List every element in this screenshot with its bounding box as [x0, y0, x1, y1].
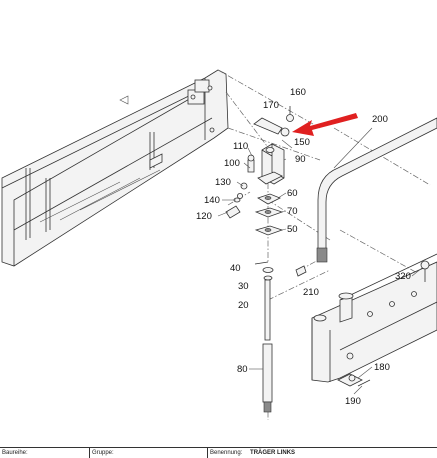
small-hardware [225, 154, 255, 219]
label-210: 210 [303, 287, 319, 298]
part-labels: 160 170 150 200 110 90 100 130 60 140 70… [196, 87, 411, 407]
label-130: 130 [215, 177, 231, 188]
label-40: 40 [230, 263, 241, 274]
label-120: 120 [196, 211, 212, 222]
label-90: 90 [295, 154, 306, 165]
column-block [254, 143, 285, 236]
title-block-group: Gruppe: [90, 448, 208, 458]
title-block-series: Baureihe: [0, 448, 90, 458]
label-100: 100 [224, 158, 240, 169]
title-block-name: Benennung: TRÄGER LINKS [210, 450, 296, 456]
label-80: 80 [237, 364, 248, 375]
label-30: 30 [238, 281, 249, 292]
label-190: 190 [345, 396, 361, 407]
leader-lines [217, 127, 423, 395]
label-110: 110 [233, 141, 248, 152]
label-60: 60 [287, 188, 298, 199]
vertical-rod [254, 261, 307, 413]
label-150: 150 [294, 137, 310, 148]
label-200: 200 [372, 114, 388, 125]
lower-clamp [337, 373, 371, 387]
label-70: 70 [287, 206, 298, 217]
title-block: Baureihe: Gruppe: Benennung: TRÄGER LINK… [0, 447, 437, 458]
screw-320 [420, 260, 430, 282]
left-frame-rail [1, 69, 229, 267]
label-50: 50 [287, 224, 298, 235]
bow-frame [316, 117, 437, 263]
label-20: 20 [238, 300, 249, 311]
clamp-lever [253, 106, 294, 137]
title-block-name-value: TRÄGER LINKS [250, 450, 296, 456]
label-140: 140 [204, 195, 220, 206]
label-180: 180 [374, 362, 390, 373]
label-170: 170 [263, 100, 279, 111]
highlight-arrow [292, 113, 358, 136]
exploded-parts-diagram: 160 170 150 200 110 90 100 130 60 140 70… [1, 69, 437, 420]
label-320: 320 [395, 271, 411, 282]
right-bracket [311, 253, 437, 383]
label-160: 160 [290, 87, 306, 98]
